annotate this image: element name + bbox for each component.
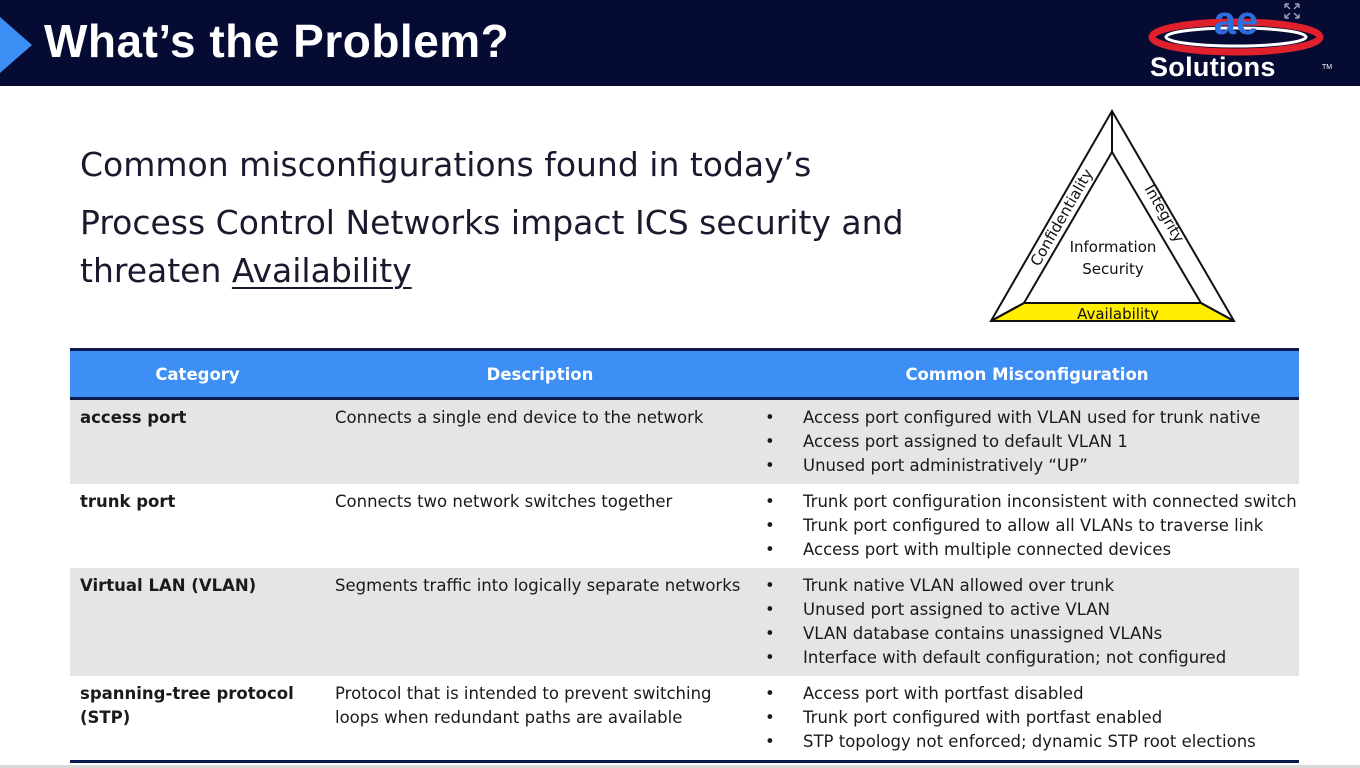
row-category: access port bbox=[80, 408, 187, 427]
row-misconfigurations: Access port with portfast disabled Trunk… bbox=[755, 676, 1299, 763]
table-row: Virtual LAN (VLAN) Segments traffic into… bbox=[70, 568, 1299, 676]
table-row: access port Connects a single end device… bbox=[70, 398, 1299, 485]
logo-wordmark: Solutions bbox=[1150, 52, 1276, 82]
row-category: spanning-tree protocol (STP) bbox=[70, 676, 325, 763]
list-item: Unused port assigned to active VLAN bbox=[765, 598, 1289, 622]
column-header-misconfiguration: Common Misconfiguration bbox=[755, 348, 1299, 400]
intro-line-2: Process Control Networks impact ICS secu… bbox=[80, 203, 904, 242]
triad-center-line-1: Information bbox=[1070, 238, 1157, 256]
list-item: Trunk native VLAN allowed over trunk bbox=[765, 574, 1289, 598]
triad-divider-right bbox=[1200, 302, 1235, 322]
row-category: trunk port bbox=[80, 492, 176, 511]
chevron-right-icon bbox=[0, 17, 32, 73]
list-item: Access port with multiple connected devi… bbox=[765, 538, 1289, 562]
triad-center-line-2: Security bbox=[1082, 260, 1144, 278]
list-item: Access port configured with VLAN used fo… bbox=[765, 406, 1289, 430]
row-description: Connects a single end device to the netw… bbox=[335, 408, 704, 427]
table-row: spanning-tree protocol (STP) Protocol th… bbox=[70, 676, 1299, 763]
list-item: Trunk port configured with portfast enab… bbox=[765, 706, 1289, 730]
logo-mark: ae bbox=[1214, 0, 1259, 43]
row-description: Segments traffic into logically separate… bbox=[335, 576, 741, 595]
row-description-line-1: Protocol that is intended to prevent swi… bbox=[335, 684, 712, 703]
expand-icon[interactable] bbox=[1284, 3, 1300, 19]
triad-availability-label: Availability bbox=[1077, 305, 1159, 323]
row-misconfigurations: Trunk native VLAN allowed over trunk Unu… bbox=[755, 568, 1299, 676]
row-description: Protocol that is intended to prevent swi… bbox=[325, 676, 755, 763]
column-header-category: Category bbox=[70, 348, 325, 400]
column-header-description: Description bbox=[325, 348, 755, 400]
misconfiguration-table: Category Description Common Misconfigura… bbox=[70, 348, 1299, 763]
list-item: Trunk port configuration inconsistent wi… bbox=[765, 490, 1297, 514]
list-item: Access port assigned to default VLAN 1 bbox=[765, 430, 1289, 454]
page-title: What’s the Problem? bbox=[44, 15, 510, 67]
row-category: Virtual LAN (VLAN) bbox=[80, 576, 257, 595]
list-item: STP topology not enforced; dynamic STP r… bbox=[765, 730, 1289, 754]
row-misconfigurations: Trunk port configuration inconsistent wi… bbox=[755, 484, 1299, 568]
header-bar: What’s the Problem? ae Solutions TM bbox=[0, 0, 1360, 86]
intro-line-1: Common misconfigurations found in today’… bbox=[80, 145, 812, 184]
row-misconfigurations: Access port configured with VLAN used fo… bbox=[755, 399, 1299, 485]
list-item: Access port with portfast disabled bbox=[765, 682, 1289, 706]
table-row: trunk port Connects two network switches… bbox=[70, 484, 1299, 568]
row-description-line-2: loops when redundant paths are available bbox=[335, 708, 683, 727]
list-item: Interface with default configuration; no… bbox=[765, 646, 1289, 670]
row-description: Connects two network switches together bbox=[335, 492, 673, 511]
intro-statement: Common misconfigurations found in today’… bbox=[80, 140, 940, 294]
ae-solutions-logo: ae bbox=[1148, 0, 1324, 56]
misconfiguration-table-wrapper: Category Description Common Misconfigura… bbox=[70, 348, 1299, 763]
table-header-row: Category Description Common Misconfigura… bbox=[70, 348, 1299, 400]
list-item: VLAN database contains unassigned VLANs bbox=[765, 622, 1289, 646]
triad-divider-left bbox=[990, 302, 1025, 322]
intro-line-3-prefix: threaten bbox=[80, 251, 232, 290]
logo-trademark: TM bbox=[1322, 64, 1333, 71]
slide-bottom-border bbox=[0, 765, 1360, 768]
list-item: Trunk port configured to allow all VLANs… bbox=[765, 514, 1289, 538]
list-item: Unused port administratively “UP” bbox=[765, 454, 1289, 478]
cia-triad-diagram: Confidentiality Integrity Information Se… bbox=[989, 109, 1236, 323]
intro-line-3: threaten Availability bbox=[80, 248, 940, 294]
availability-emphasis: Availability bbox=[231, 251, 412, 290]
